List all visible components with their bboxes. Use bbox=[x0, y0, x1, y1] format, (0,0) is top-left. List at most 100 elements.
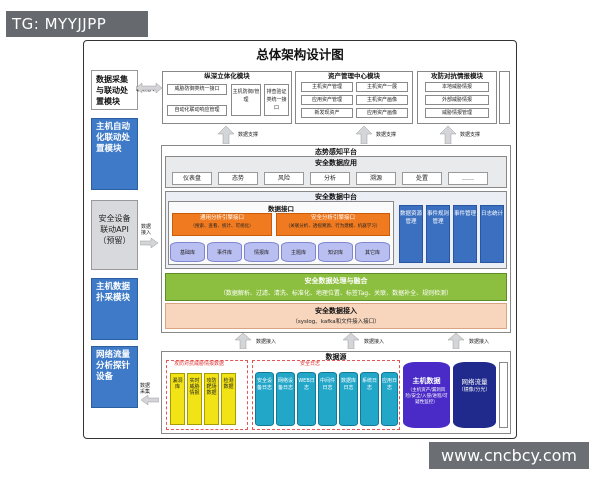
page-title: 总体架构设计图 bbox=[256, 47, 344, 62]
network-traffic-label: 网络流量 bbox=[461, 378, 488, 386]
asset-item: 应用资产画像 bbox=[356, 108, 408, 118]
watermark-bottom-right: www.cncbcy.com bbox=[429, 442, 589, 469]
support-label: 数据支撑 bbox=[460, 132, 481, 138]
app-item: …… bbox=[448, 172, 488, 185]
security-device-api-module: 安全设备联动API（预留） bbox=[91, 200, 138, 270]
asset-mgmt-title: 资产管理中心模块 bbox=[328, 72, 380, 80]
attack-item: 攻防靶场数据 bbox=[204, 373, 219, 425]
threat-3d-item: 主机防御/管理 bbox=[231, 84, 261, 116]
data-in-left-label: 数据接入 bbox=[141, 224, 152, 236]
general-engine-sub: （搜索、查看、统计、可视化） bbox=[190, 224, 254, 229]
intel-item: 本地威胁情报 bbox=[425, 82, 489, 92]
host-data-collect-module: 主机数据扑采模块 bbox=[91, 278, 138, 340]
traffic-probe-label: 网络流量分析探针设备 bbox=[96, 350, 131, 382]
asset-item: 主机资产管理 bbox=[301, 82, 353, 92]
intel-item: 外部威胁情报 bbox=[425, 95, 489, 105]
up-arrow-icon bbox=[440, 126, 456, 144]
threat-3d-item: 自动化联动响应管理 bbox=[167, 105, 227, 116]
right-arrow-icon bbox=[140, 238, 158, 248]
log-item: 网络设备日志 bbox=[276, 372, 295, 426]
event-rule-mgmt-tile: 事件规则管理 bbox=[426, 205, 450, 263]
data-collect-linkage-module-label: 数据采集与联动处置模块 bbox=[96, 75, 128, 106]
attack-intel-group bbox=[166, 360, 248, 430]
attack-item: 实时威胁情报 bbox=[187, 373, 202, 425]
log-item: 数据库日志 bbox=[339, 372, 358, 426]
network-traffic-cylinder: 网络流量 （镜像/分光） bbox=[453, 362, 496, 428]
log-stats-tile: 日志统计 bbox=[480, 205, 504, 263]
data-in-label: 数据接入 bbox=[256, 339, 277, 345]
store-cylinder: 其它库 bbox=[355, 242, 390, 262]
event-mgmt-tile: 事件管理 bbox=[453, 205, 477, 263]
data-resource-mgmt-tile: 数据资源管理 bbox=[399, 205, 423, 263]
app-item: 溯源 bbox=[356, 172, 396, 185]
traffic-probe-device: 网络流量分析探针设备 bbox=[91, 346, 138, 408]
diagram-frame bbox=[83, 40, 517, 439]
host-auto-linkage-module: 主机自动化联动处置模块 bbox=[91, 118, 138, 190]
attack-intel-title: 攻防对抗威胁情报数据 bbox=[174, 361, 225, 367]
log-item: 中间件日志 bbox=[318, 372, 337, 426]
store-cylinder: 主题库 bbox=[281, 242, 316, 262]
threat-intel-title: 攻防对抗情报模块 bbox=[431, 72, 483, 80]
data-collect-linkage-module: 数据采集与联动处置模块 bbox=[91, 70, 138, 110]
asset-item: 主机资产画像 bbox=[356, 95, 408, 105]
app-item: 风险 bbox=[264, 172, 304, 185]
more-source bbox=[499, 362, 508, 428]
up-arrow-icon bbox=[448, 333, 464, 349]
security-device-api-label: 安全设备联动API（预留） bbox=[98, 214, 131, 245]
security-engine-sub: （关联分析、透视溯源、行为建模、机器学习） bbox=[285, 224, 381, 229]
ingest-title: 安全数据接入 bbox=[315, 307, 357, 315]
host-data-label: 主机数据 bbox=[412, 377, 441, 385]
security-engine-interface: 安全分析引擎接口 （关联分析、透视溯源、行为建模、机器学习） bbox=[276, 213, 390, 236]
processing-desc: （数据解析、过滤、清洗、标准化、地理位置、标签Tag、关联、数据补全、规则检测） bbox=[219, 290, 453, 297]
processing-bar bbox=[165, 273, 507, 301]
general-engine-label: 通用分析引擎接口 bbox=[199, 215, 244, 221]
host-data-cylinder: 主机数据 （主机资产/漏洞风险/安全/入侵/进程/可疑性监控） bbox=[403, 362, 450, 428]
more-module bbox=[499, 71, 510, 124]
log-item: 系统日志 bbox=[360, 372, 379, 426]
security-log-group bbox=[252, 360, 400, 430]
attack-item: 漏洞库 bbox=[170, 373, 185, 425]
network-traffic-sub: （镜像/分光） bbox=[458, 387, 491, 393]
processing-title: 安全数据处理与融合 bbox=[304, 277, 368, 285]
up-arrow-icon bbox=[343, 333, 359, 349]
watermark-top-left: TG: MYYJJPP bbox=[6, 11, 148, 37]
up-arrow-icon bbox=[235, 333, 251, 349]
up-arrow-icon bbox=[218, 126, 234, 144]
data-in-label: 数据接入 bbox=[469, 339, 490, 345]
host-auto-linkage-module-label: 主机自动化联动处置模块 bbox=[96, 122, 131, 154]
data-source-title: 数据源 bbox=[325, 353, 347, 361]
support-label: 数据支撑 bbox=[376, 132, 397, 138]
store-cylinder: 事件库 bbox=[207, 242, 242, 262]
security-engine-label: 安全分析引擎接口 bbox=[310, 215, 355, 221]
threat-3d-title: 纵深立体化模块 bbox=[204, 72, 250, 80]
mid-platform-title: 安全数据中台 bbox=[315, 193, 357, 201]
ingest-desc: （syslog、kafka和文件接入接口） bbox=[292, 319, 380, 325]
app-item: 分析 bbox=[310, 172, 350, 185]
log-item: 应用日志 bbox=[381, 372, 398, 426]
host-data-collect-label: 主机数据扑采模块 bbox=[96, 282, 131, 303]
linkage-double-arrow-icon bbox=[136, 82, 162, 94]
left-arrow-icon bbox=[141, 395, 159, 405]
threat-3d-item: 威胁防御类统一接口 bbox=[167, 84, 227, 95]
log-item: WEB日志 bbox=[297, 372, 316, 426]
general-engine-interface: 通用分析引擎接口 （搜索、查看、统计、可视化） bbox=[172, 213, 272, 236]
data-collect-bottom-label: 数据采集 bbox=[140, 383, 151, 395]
data-in-label: 数据接入 bbox=[364, 339, 385, 345]
app-title: 安全数据应用 bbox=[315, 159, 357, 167]
attack-item: 检测数据 bbox=[221, 373, 236, 425]
interface-title: 数据接口 bbox=[268, 205, 294, 213]
app-item: 处置 bbox=[402, 172, 442, 185]
store-cylinder: 情报库 bbox=[244, 242, 279, 262]
app-item: 态势 bbox=[218, 172, 258, 185]
threat-3d-item: 排查验证类统一接口 bbox=[264, 84, 289, 116]
intel-item: 威胁情报管理 bbox=[425, 108, 489, 118]
security-log-title: 安全日志 bbox=[300, 361, 321, 367]
ingest-bar bbox=[165, 303, 507, 329]
asset-item: 应用资产管理 bbox=[301, 95, 353, 105]
platform-title: 态势感知平台 bbox=[315, 148, 357, 156]
asset-item: 主机资产一展 bbox=[356, 82, 408, 92]
store-cylinder: 基础库 bbox=[170, 242, 205, 262]
log-item: 安全设备日志 bbox=[255, 372, 274, 426]
host-data-sub: （主机资产/漏洞风险/安全/入侵/进程/可疑性监控） bbox=[405, 388, 448, 405]
store-cylinder: 知识库 bbox=[318, 242, 353, 262]
